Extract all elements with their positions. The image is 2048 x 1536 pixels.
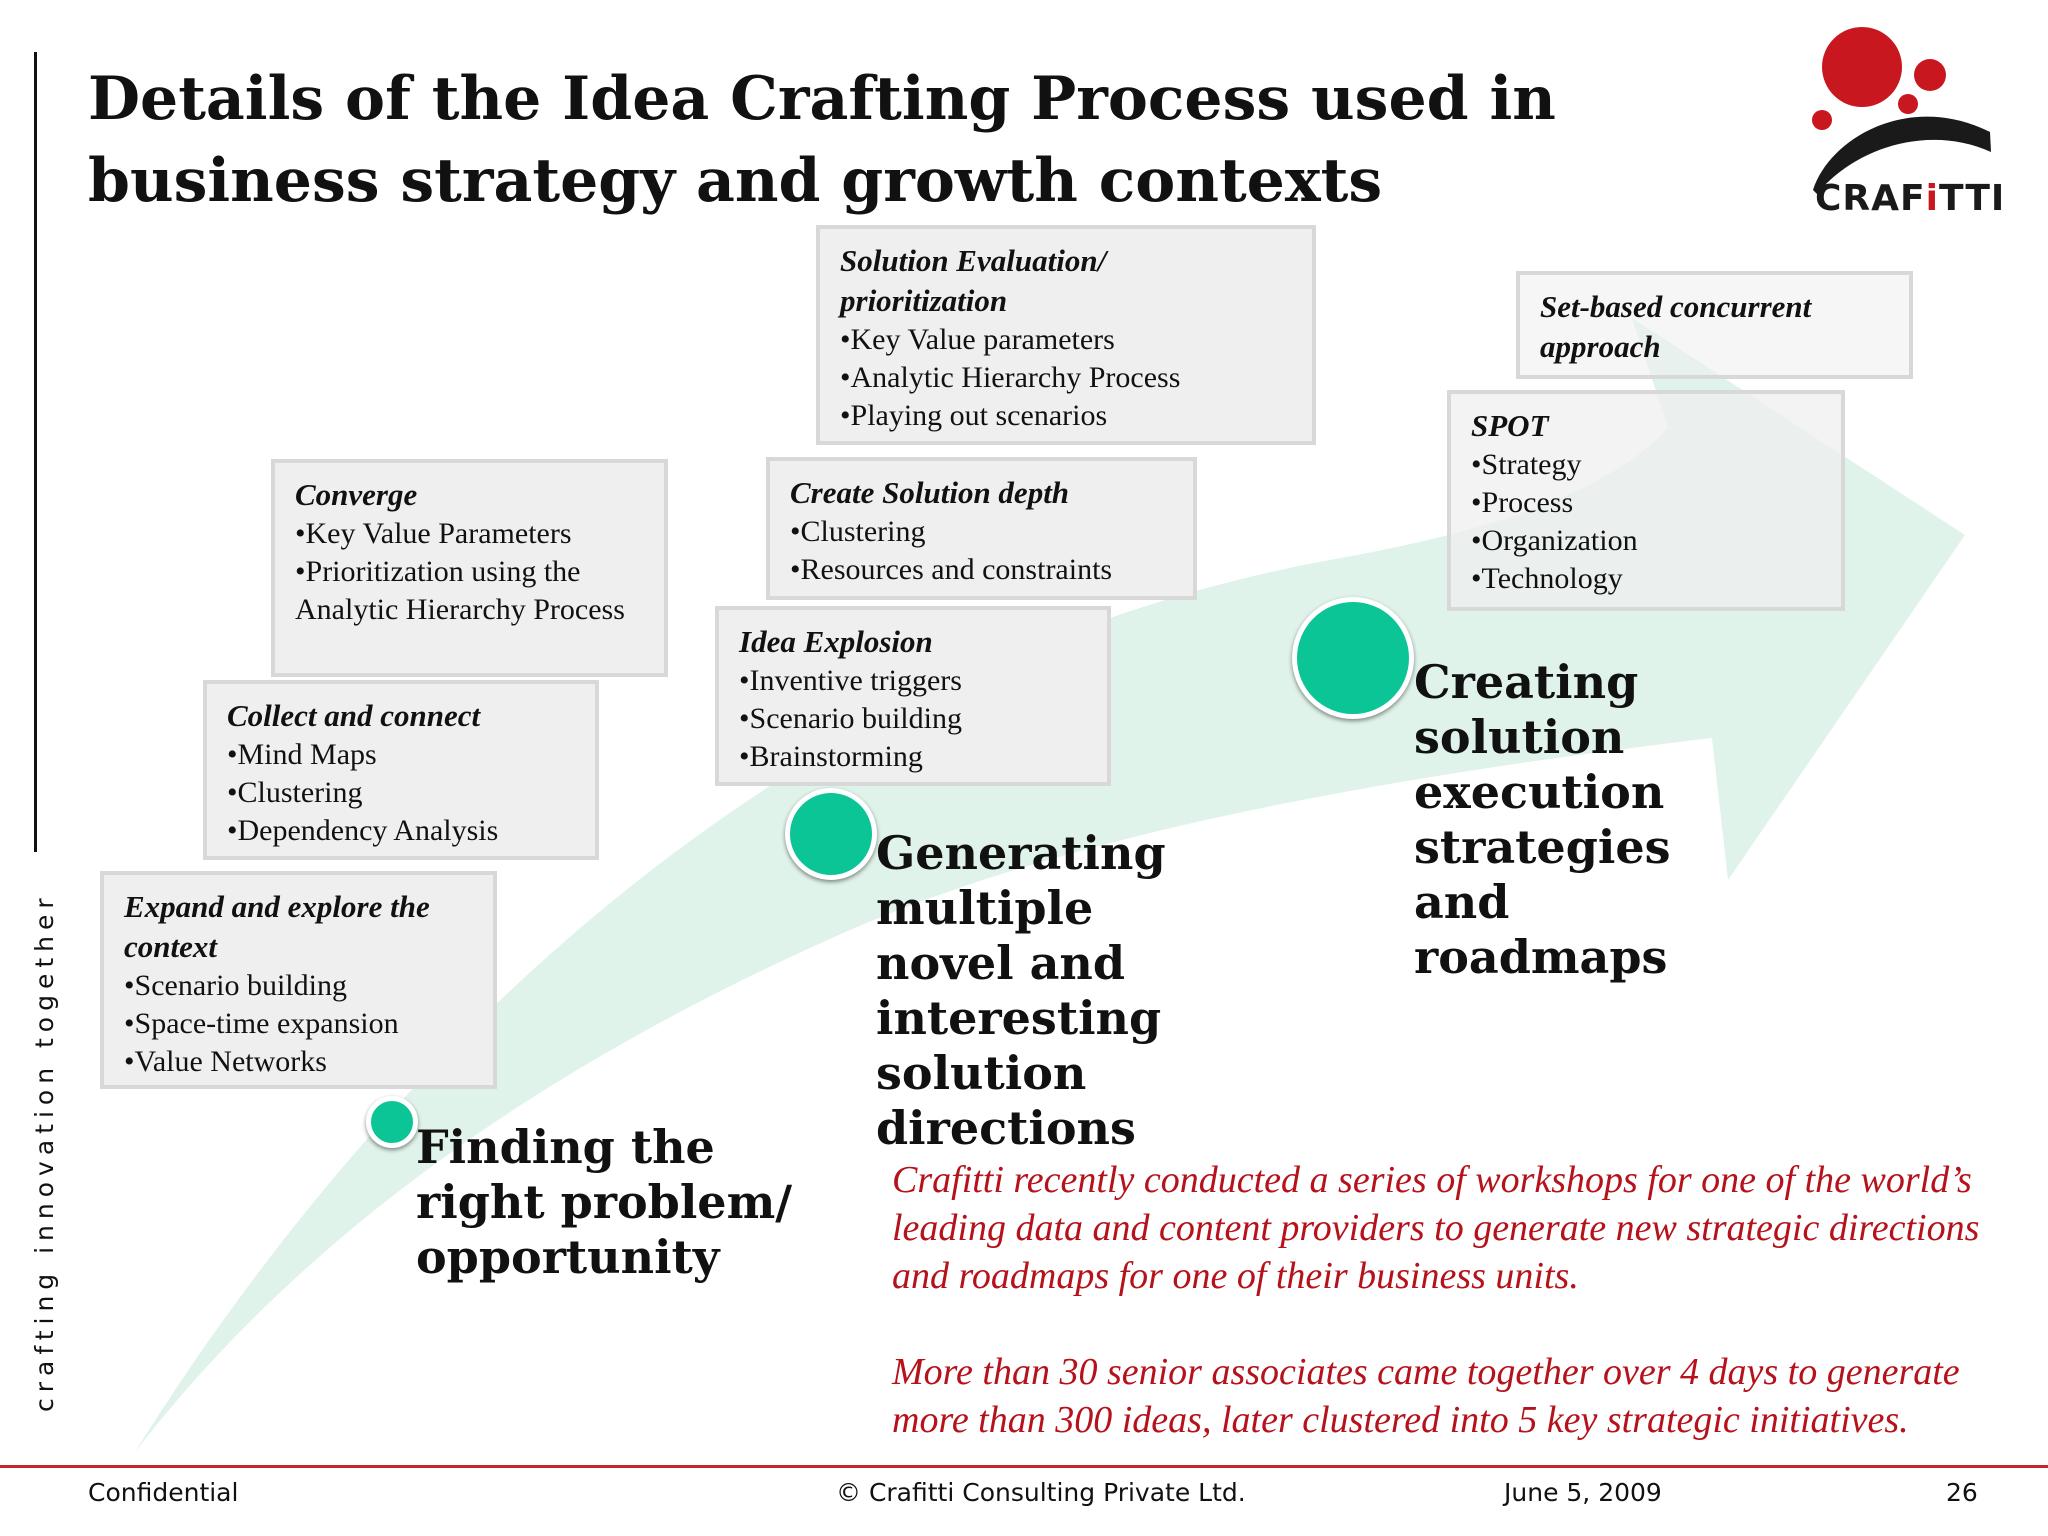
list-item: •Clustering [790,515,926,548]
list-item: •Value Networks [124,1045,327,1078]
list-item: •Prioritization using the Analytic Hiera… [295,555,625,626]
list-item: •Clustering [227,776,363,809]
box-heading: Create Solution depth [790,475,1070,510]
box-converge: Converge •Key Value Parameters •Prioriti… [271,459,668,677]
page-title: Details of the Idea Crafting Process use… [88,64,1556,216]
side-tagline: crafting innovation together [30,892,59,1412]
box-solution-depth: Create Solution depth •Clustering •Resou… [766,457,1197,600]
list-item: •Playing out scenarios [840,399,1108,432]
footer-copyright: © Crafitti Consulting Private Ltd. [836,1478,1246,1507]
case-study-paragraph-2: More than 30 senior associates came toge… [892,1351,1960,1441]
crafitti-logo-icon [1812,27,1991,194]
list-item: •Strategy [1471,448,1582,481]
case-study-paragraph-1: Crafitti recently conducted a series of … [892,1159,1980,1297]
phase-label-generating: Generating multiple novel and interestin… [876,826,1166,1155]
box-collect-connect: Collect and connect •Mind Maps •Clusteri… [203,680,599,860]
phase-dot-generating [785,788,877,880]
box-heading: Expand and explore the context [124,889,430,964]
side-rule [34,52,37,852]
list-item: •Technology [1471,562,1623,595]
list-item: •Space-time expansion [124,1007,399,1040]
phase-dot-creating [1292,597,1414,719]
list-item: •Scenario building [739,702,962,735]
list-item: •Mind Maps [227,738,377,771]
list-item: •Key Value parameters [840,323,1115,356]
list-item: •Dependency Analysis [227,814,499,847]
box-heading: SPOT [1471,408,1549,443]
list-item: •Key Value Parameters [295,517,572,550]
footer-rule [0,1465,2048,1468]
list-item: •Resources and constraints [790,553,1113,586]
box-spot: SPOT •Strategy •Process •Organization •T… [1447,390,1845,611]
phase-label-creating: Creating solution execution strategies a… [1414,655,1671,984]
box-set-based: Set-based concurrent approach [1516,271,1913,379]
box-solution-evaluation: Solution Evaluation/ prioritization •Key… [816,225,1316,445]
list-item: •Process [1471,486,1574,519]
list-item: •Inventive triggers [739,664,962,697]
list-item: •Analytic Hierarchy Process [840,361,1181,394]
list-item: •Scenario building [124,969,347,1002]
list-item: •Organization [1471,524,1638,557]
footer-date: June 5, 2009 [1504,1478,1662,1507]
footer-confidential: Confidential [88,1478,239,1507]
box-idea-explosion: Idea Explosion •Inventive triggers •Scen… [715,606,1111,786]
footer-page-number: 26 [1946,1478,1978,1507]
box-heading: Collect and connect [227,698,481,733]
box-heading: Converge [295,477,418,512]
logo-wordmark: CRAFiTTI [1815,178,2006,219]
phase-dot-finding [366,1096,418,1148]
box-heading: Solution Evaluation/ prioritization [840,243,1107,318]
box-heading: Set-based concurrent approach [1540,289,1812,364]
box-expand-explore: Expand and explore the context •Scenario… [100,871,497,1089]
box-heading: Idea Explosion [739,624,933,659]
phase-label-finding: Finding the right problem/ opportunity [416,1120,793,1284]
list-item: •Brainstorming [739,740,923,773]
